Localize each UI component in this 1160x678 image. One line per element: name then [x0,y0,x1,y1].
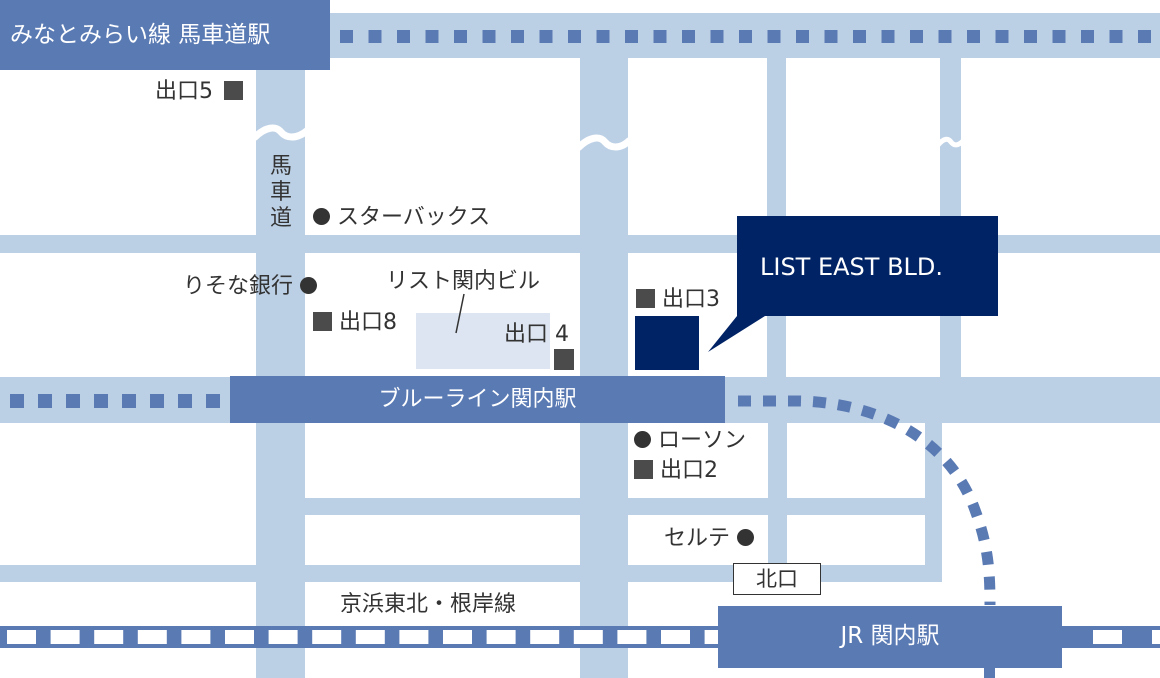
blueline-station-label: ブルーライン関内駅 [378,387,577,412]
cellte-label: セルテ [664,526,731,551]
landmark-dot-icon [300,277,318,294]
landmark-starbucks: スターバックス [313,207,490,229]
list-kannai-bldg-label: リスト関内ビル [386,269,541,294]
jr-station-label: JR 関内駅 [840,623,940,649]
roads [0,13,1160,678]
list-east-bld-label: LIST EAST BLD. [760,253,944,281]
road-breaks [251,124,965,151]
exit-8-label: 出口8 [339,310,397,335]
exit-5-label: 出口5 [155,79,213,104]
exit-square-icon [313,312,332,331]
list-kannai-building [416,313,550,369]
road-v4-lower [925,423,942,582]
north-exit-label: 北口 [733,563,821,595]
list-kannai-leader-line [455,293,465,334]
blueline-station-box [230,376,725,423]
landmark-resona: りそな銀行 [183,274,318,299]
exit-3: 出口3 [636,289,720,311]
bashamichi-street-label: 馬 車 道 [269,154,292,231]
exit-4-square-icon [554,349,574,370]
landmark-lawson: ローソン [634,430,746,452]
exit-8: 出口8 [313,312,397,334]
road-h3 [0,565,942,582]
jr-line-dashes [7,630,1160,644]
exit-square-icon [634,460,653,479]
road-v2 [580,57,628,678]
minatomirai-line [0,0,330,70]
blueline-dashes [10,394,220,408]
minatomirai-station-label: みなとみらい線 馬車道駅 [10,22,271,48]
list-east-building [635,316,699,370]
exit-square-icon [636,289,655,308]
minatomirai-line-dashes [340,30,1151,43]
resona-label: りそな銀行 [183,274,294,299]
lawson-label: ローソン [658,428,747,453]
exit-4-label: 出口 4 [504,322,569,347]
exit-3-label: 出口3 [662,287,720,312]
road-top [300,13,1160,58]
jr-station-stub [984,668,995,678]
exit-2: 出口2 [634,460,718,482]
callout-bubble [708,216,998,352]
road-bashamichi [256,57,305,678]
jr-station-box [718,606,1062,668]
landmark-cellte: セルテ [664,526,755,551]
landmark-dot-icon [313,208,330,225]
landmark-dot-icon [737,529,755,546]
exit-square-icon [224,81,243,100]
jr-line-label: 京浜東北・根岸線 [340,592,517,617]
starbucks-label: スターバックス [337,205,491,230]
blueline-connector-dashes [738,395,996,606]
road-v3-lower [768,423,787,565]
landmark-dot-icon [634,431,651,448]
exit-2-label: 出口2 [660,458,718,483]
exit-5: 出口5 [155,81,243,103]
